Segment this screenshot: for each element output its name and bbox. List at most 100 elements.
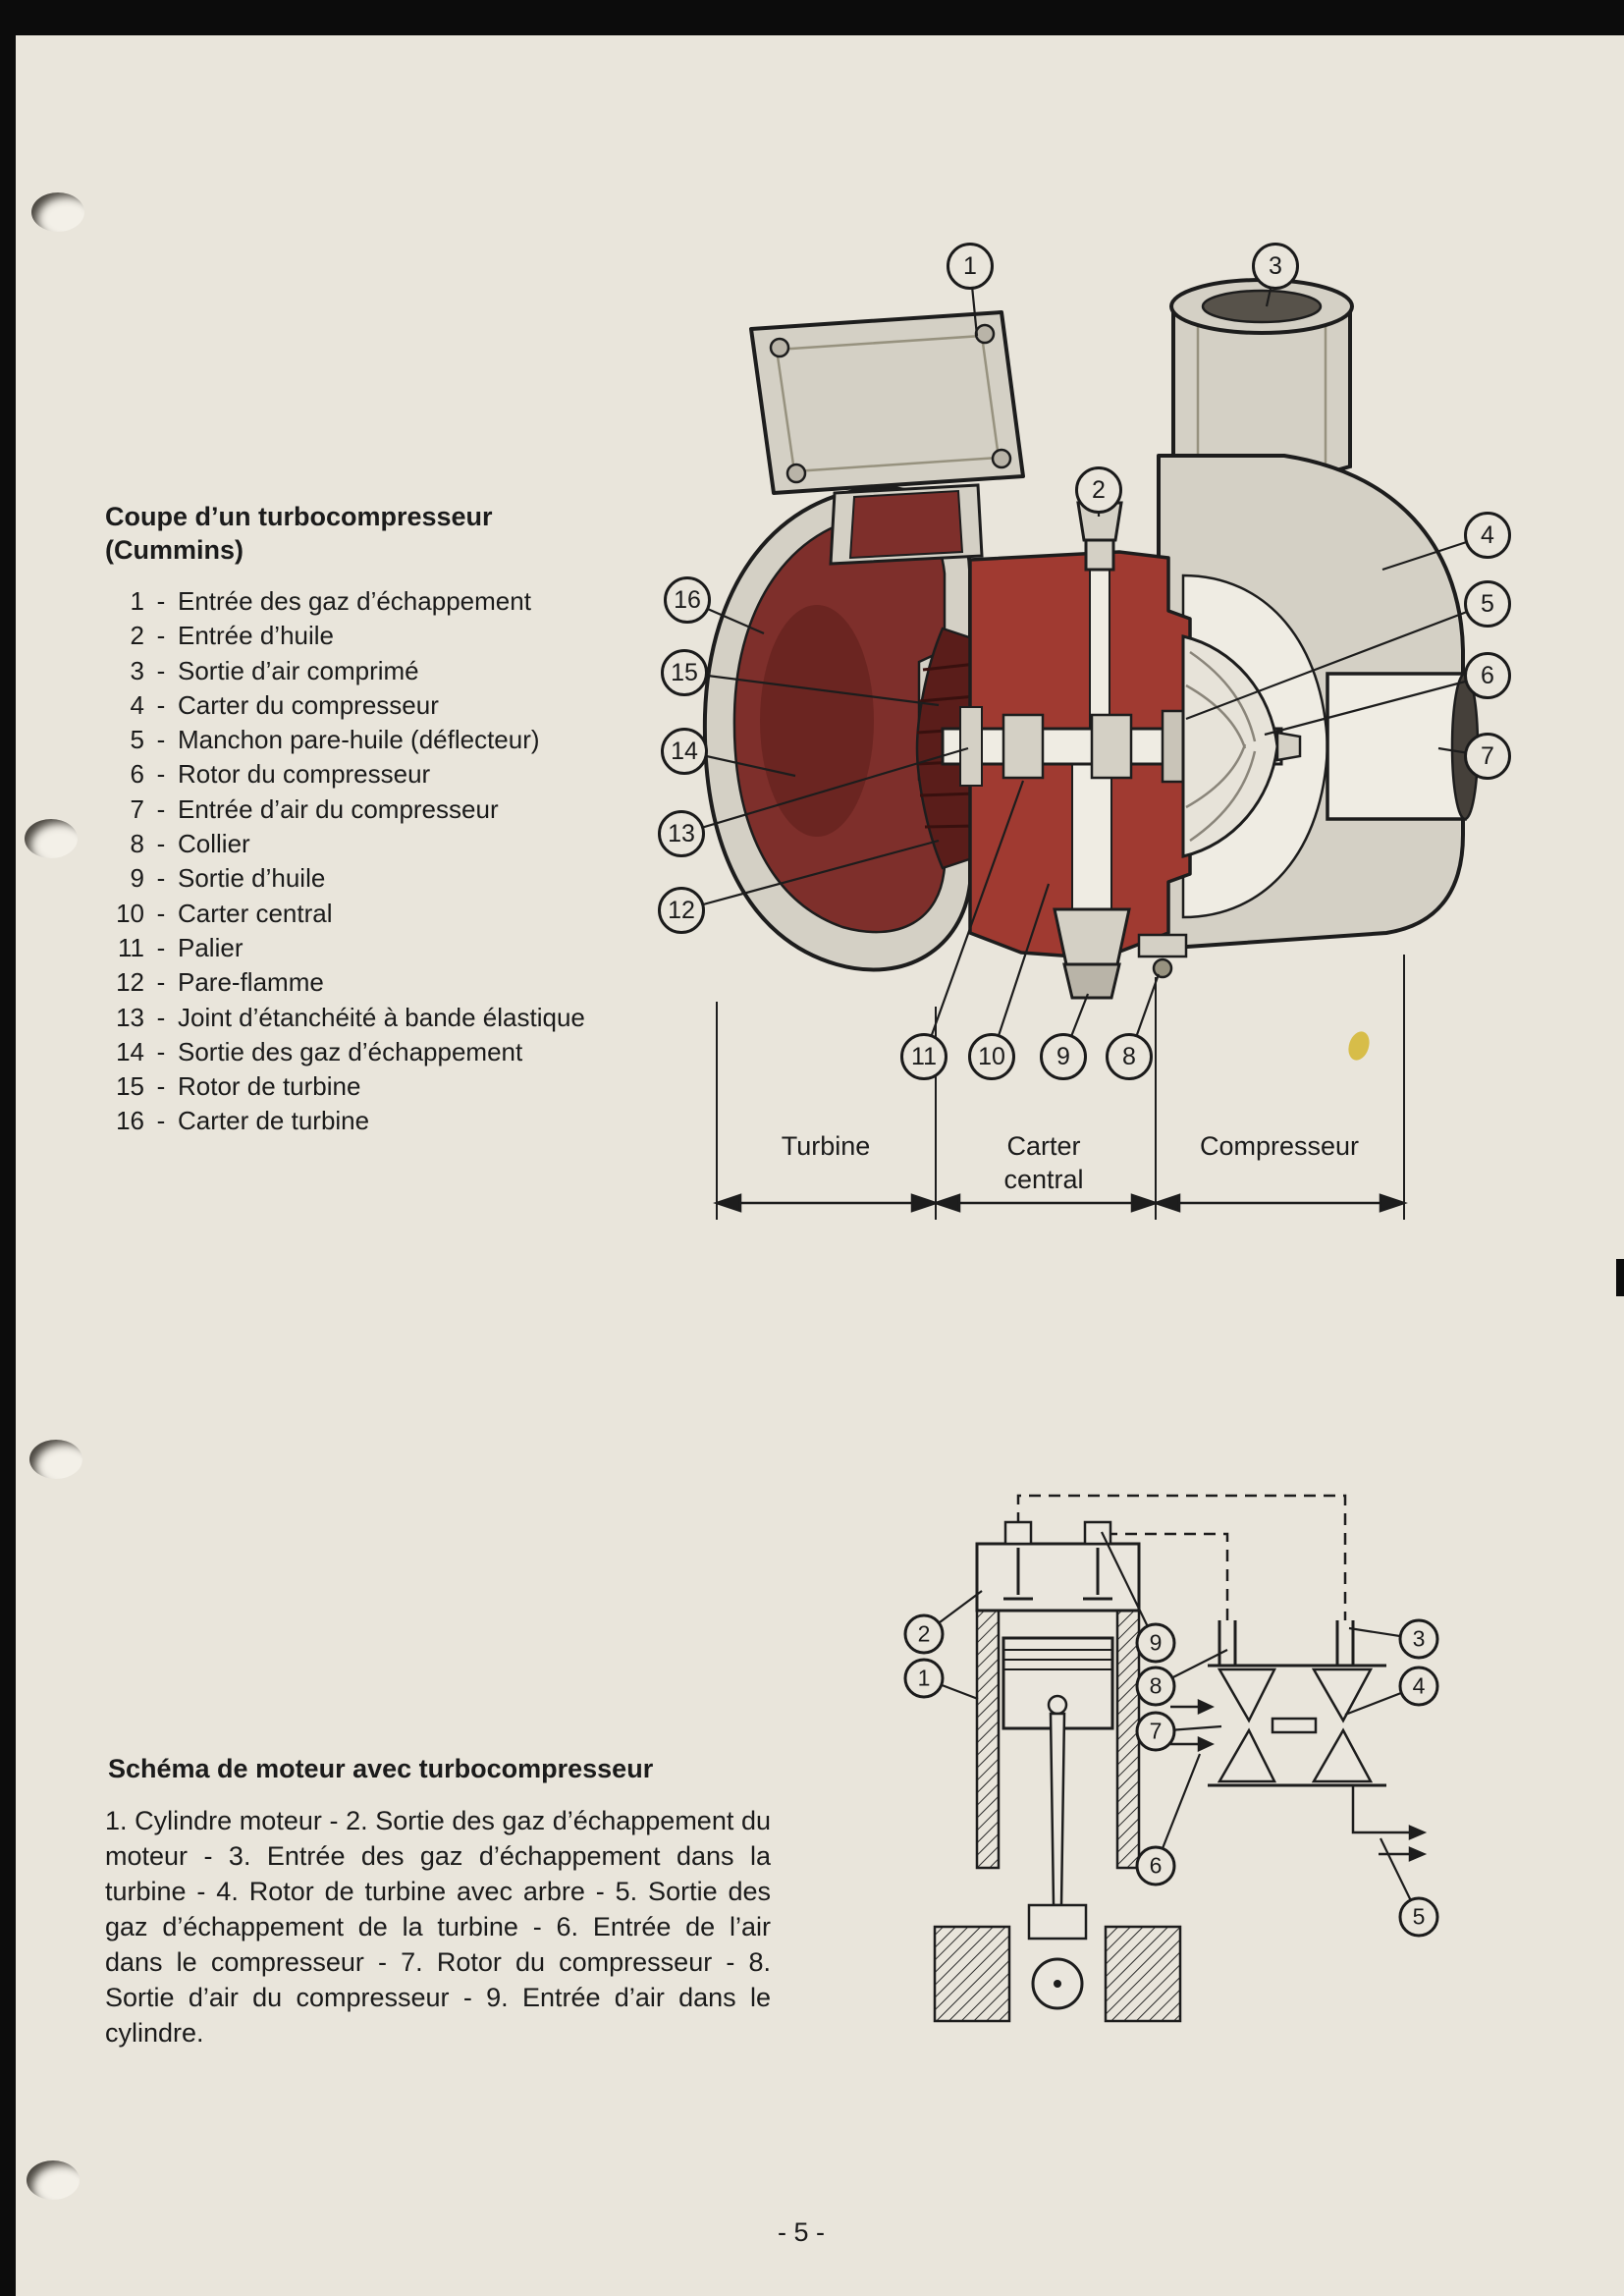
legend-item-label: Carter central	[178, 898, 333, 928]
legend-item-label: Joint d’étanchéité à bande élastique	[178, 1002, 585, 1032]
engine-callout-8: 8	[1135, 1666, 1176, 1707]
legend-list: 1-Entrée des gaz d’échappement 2-Entrée …	[105, 584, 585, 1139]
legend-item-number: 7	[130, 793, 144, 824]
legend-item-number: 4	[130, 689, 144, 720]
legend-item-label: Collier	[178, 829, 250, 859]
legend-item-label: Sortie d’air comprimé	[178, 655, 419, 685]
legend-title-line2: (Cummins)	[105, 535, 244, 565]
legend-item-label: Manchon pare-huile (déflecteur)	[178, 725, 540, 755]
legend-item: 12-Pare-flamme	[105, 965, 585, 1000]
scan-edge-left-bar	[0, 0, 16, 2296]
legend-item: 8-Collier	[105, 827, 585, 861]
engine-callout-9: 9	[1135, 1622, 1176, 1664]
engine-callout-1: 1	[903, 1658, 945, 1699]
exhaust-flow-arrows	[1379, 1825, 1428, 1862]
exhaust-gas-outlet-passage	[760, 605, 874, 837]
valves	[1003, 1548, 1112, 1601]
legend-item: 16-Carter de turbine	[105, 1104, 585, 1138]
turbo-callout-10: 10	[968, 1033, 1015, 1080]
legend-item-label: Rotor du compresseur	[178, 759, 431, 790]
scan-edge-top-bar	[0, 0, 1624, 35]
legend-item-separator: -	[156, 829, 166, 859]
seal-ring	[959, 706, 983, 787]
air-flow-arrows	[1170, 1699, 1215, 1752]
legend-item-number: 2	[130, 621, 144, 651]
zone-label-turbine: Turbine	[781, 1131, 871, 1161]
cylinder-head	[975, 1520, 1141, 1613]
compressor-rotor	[1217, 1667, 1277, 1723]
legend-item: 10-Carter central	[105, 897, 585, 931]
legend-item-separator: -	[156, 863, 166, 894]
legend-item-separator: -	[156, 1071, 166, 1102]
legend-item-separator: -	[156, 725, 166, 755]
legend-item: 15-Rotor de turbine	[105, 1069, 585, 1104]
legend-item-number: 14	[116, 1036, 144, 1066]
legend-item-label: Carter du compresseur	[178, 689, 439, 720]
legend-item-separator: -	[156, 689, 166, 720]
legend-item-separator: -	[156, 1002, 166, 1032]
turbo-callout-14: 14	[661, 728, 708, 775]
legend-item: 13-Joint d’étanchéité à bande élastique	[105, 1001, 585, 1035]
legend-item-label: Pare-flamme	[178, 967, 324, 998]
legend-item-number: 12	[116, 967, 144, 998]
oil-drain-passage	[1071, 763, 1112, 910]
engine-callout-7: 7	[1135, 1711, 1176, 1752]
engine-callout-3: 3	[1398, 1618, 1439, 1660]
legend-item-number: 1	[130, 586, 144, 616]
oil-inlet-passage	[1089, 569, 1110, 730]
oil-deflector-sleeve	[1161, 709, 1186, 784]
turbo-callout-8: 8	[1106, 1033, 1153, 1080]
engine-callout-6: 6	[1135, 1845, 1176, 1886]
turbo-callout-5: 5	[1464, 580, 1511, 628]
zone-label-compresseur: Compresseur	[1199, 1131, 1360, 1161]
punch-hole	[27, 2160, 80, 2200]
turbo-callout-6: 6	[1464, 652, 1511, 699]
punch-hole	[31, 192, 84, 232]
engine-callout-2: 2	[903, 1613, 945, 1655]
bearing	[1001, 713, 1045, 780]
legend-item: 2-Entrée d’huile	[105, 619, 585, 653]
legend-item: 3-Sortie d’air comprimé	[105, 654, 585, 688]
legend-item-separator: -	[156, 586, 166, 616]
turbo-callout-9: 9	[1040, 1033, 1087, 1080]
engine-section-body: 1. Cylindre moteur - 2. Sortie des gaz d…	[105, 1806, 771, 2048]
legend-item-label: Entrée des gaz d’échappement	[178, 586, 531, 616]
turbo-callout-4: 4	[1464, 512, 1511, 559]
turbocharger-cutaway-diagram	[680, 265, 1489, 1220]
engine-callout-5: 5	[1398, 1896, 1439, 1938]
legend-item: 7-Entrée d’air du compresseur	[105, 793, 585, 827]
zone-label-carter-line2: central	[1003, 1165, 1084, 1194]
turbo-schematic	[1170, 1620, 1428, 1862]
punch-hole	[29, 1440, 82, 1479]
engine-callout-4: 4	[1398, 1666, 1439, 1707]
legend-item-label: Rotor de turbine	[178, 1071, 361, 1102]
legend-item-separator: -	[156, 932, 166, 962]
legend-item-number: 10	[116, 898, 144, 928]
compressor-wheel	[1181, 634, 1302, 858]
legend-item: 14-Sortie des gaz d’échappement	[105, 1035, 585, 1069]
legend-item-label: Entrée d’huile	[178, 621, 334, 651]
section-dimension-arrows	[713, 1193, 1408, 1213]
legend-item-number: 11	[118, 932, 144, 962]
legend-item-number: 15	[116, 1071, 144, 1102]
legend-item-label: Carter de turbine	[178, 1106, 370, 1136]
legend-item-label: Sortie d’huile	[178, 863, 326, 894]
legend-item-separator: -	[156, 621, 166, 651]
legend-item-number: 13	[116, 1002, 144, 1032]
legend-title-line1: Coupe d’un turbocompresseur	[105, 502, 493, 531]
engine-cylinder	[933, 1609, 1182, 2023]
engine-turbo-schematic	[923, 1494, 1428, 2023]
legend-item-separator: -	[156, 1106, 166, 1136]
legend-item-number: 6	[130, 759, 144, 790]
legend-item: 9-Sortie d’huile	[105, 861, 585, 896]
legend-item-separator: -	[156, 1036, 166, 1066]
zone-label-carter-line1: Carter	[1006, 1131, 1081, 1161]
turbo-callout-16: 16	[664, 576, 711, 624]
legend-item-label: Entrée d’air du compresseur	[178, 793, 499, 824]
turbo-callout-13: 13	[658, 810, 705, 857]
legend-item: 6-Rotor du compresseur	[105, 757, 585, 792]
zone-label-carter-central: Carter central	[1003, 1129, 1083, 1196]
legend-item-number: 9	[130, 863, 144, 894]
compressed-air-outlet-tube	[1169, 278, 1354, 482]
